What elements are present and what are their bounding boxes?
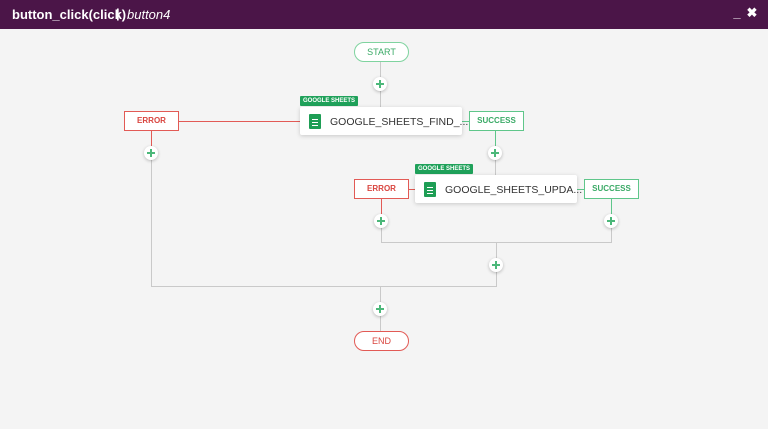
connector [495, 160, 496, 175]
error-connector [178, 121, 300, 122]
flow-canvas: START GOOGLE SHEETS GOOGLE_SHEETS_FIND_.… [0, 29, 768, 429]
connector [381, 228, 382, 242]
minimize-button[interactable]: _ [733, 5, 741, 20]
window-title: button_click(click) [12, 7, 127, 22]
success-connector [462, 121, 469, 122]
window-titlebar: button_click(click) | button4 _ ✖ [0, 0, 768, 29]
title-separator: | [116, 6, 120, 21]
error-connector [408, 189, 415, 190]
add-step-button[interactable] [144, 146, 158, 160]
connector [496, 242, 497, 258]
error-branch-label[interactable]: ERROR [354, 179, 409, 199]
success-branch-label[interactable]: SUCCESS [469, 111, 524, 131]
add-step-button[interactable] [488, 146, 502, 160]
error-connector [381, 199, 382, 214]
error-connector [151, 131, 152, 146]
connector [151, 160, 152, 286]
close-button[interactable]: ✖ [746, 5, 758, 20]
add-step-button[interactable] [373, 302, 387, 316]
google-sheets-find-node[interactable]: GOOGLE_SHEETS_FIND_... [300, 107, 468, 135]
end-node[interactable]: END [354, 331, 409, 351]
add-step-button[interactable] [373, 77, 387, 91]
google-sheets-icon [309, 114, 321, 129]
success-branch-label[interactable]: SUCCESS [584, 179, 639, 199]
connector [380, 61, 381, 77]
start-node[interactable]: START [354, 42, 409, 62]
connector [380, 286, 381, 302]
node-category-tag: GOOGLE SHEETS [415, 164, 474, 174]
success-connector [495, 131, 496, 146]
connector [380, 316, 381, 331]
success-connector [577, 189, 584, 190]
merge-connector [151, 286, 497, 287]
node-label: GOOGLE_SHEETS_FIND_... [330, 116, 469, 128]
window-subtitle: button4 [127, 7, 171, 22]
connector [496, 272, 497, 286]
node-category-tag: GOOGLE SHEETS [300, 96, 359, 106]
google-sheets-icon [424, 182, 436, 197]
node-label: GOOGLE_SHEETS_UPDA... [445, 184, 583, 196]
add-step-button[interactable] [374, 214, 388, 228]
add-step-button[interactable] [489, 258, 503, 272]
error-branch-label[interactable]: ERROR [124, 111, 179, 131]
connector [611, 228, 612, 242]
success-connector [611, 199, 612, 214]
connector [380, 91, 381, 107]
add-step-button[interactable] [604, 214, 618, 228]
google-sheets-update-node[interactable]: GOOGLE_SHEETS_UPDA... [415, 175, 582, 203]
